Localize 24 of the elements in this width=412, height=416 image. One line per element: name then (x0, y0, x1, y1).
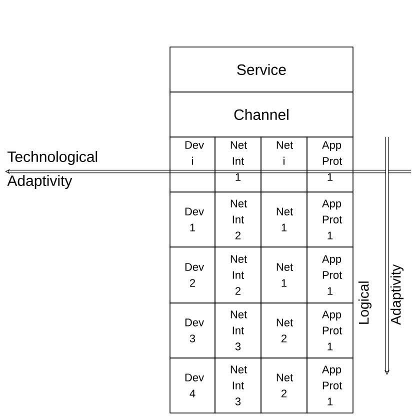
table-cell: Net 2 (260, 358, 308, 414)
table-cell: Net Int 3 (214, 302, 262, 358)
table-cell: Net 1 (260, 246, 308, 304)
table-cell: Dev 2 (170, 246, 216, 304)
table-cell: Net i (260, 136, 308, 192)
table-cell: Dev i (170, 136, 216, 192)
table-cell: Net Int 1 (214, 136, 262, 192)
table-cell: App Prot 1 (306, 358, 354, 414)
table-cell: Dev 3 (170, 302, 216, 358)
table-cell: App Prot 1 (306, 136, 354, 192)
table-cell: Net Int 2 (214, 192, 262, 248)
table-cell: Net 1 (260, 192, 308, 248)
axis-label: Logical Adaptivity (358, 264, 404, 325)
table-cell: App Prot 1 (306, 192, 354, 248)
table-cell: Net 2 (260, 302, 308, 358)
table-cell: App Prot 1 (306, 246, 354, 304)
table-cell: Net Int 2 (214, 246, 262, 304)
table-cell: Net Int 3 (214, 358, 262, 414)
table-cell: Service (170, 46, 354, 92)
table-cell: Dev 4 (170, 358, 216, 414)
table-cell: Channel (170, 92, 354, 138)
table-cell: App Prot 1 (306, 302, 354, 358)
table-cell: Dev 1 (170, 192, 216, 248)
axis-label: Technological Adaptivity (7, 151, 98, 189)
